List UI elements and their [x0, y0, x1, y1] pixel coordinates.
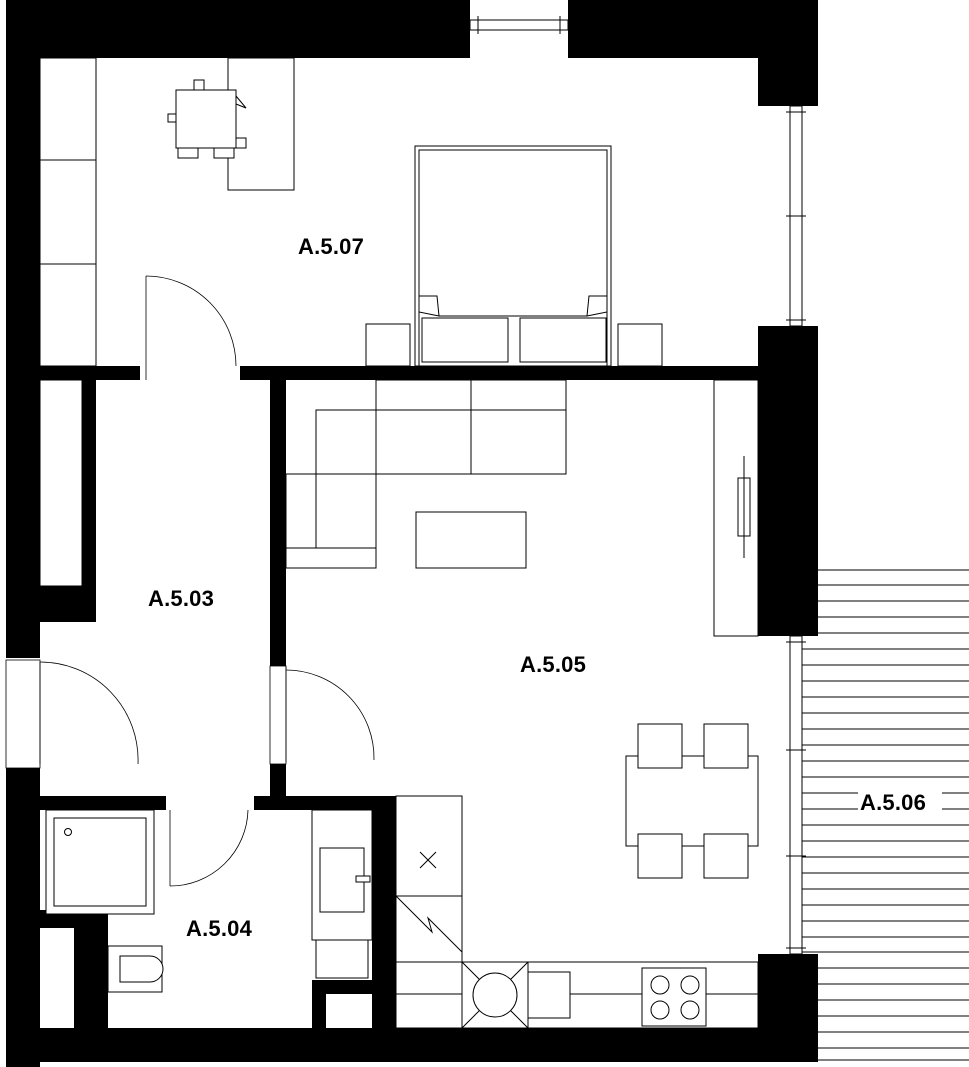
doors	[5, 275, 375, 887]
furniture	[39, 57, 759, 1029]
room-label-a507: A.5.07	[298, 234, 365, 259]
room-label-a504: A.5.04	[186, 916, 253, 941]
room-label-a505: A.5.05	[520, 652, 587, 677]
walls	[6, 0, 818, 1067]
terrace-deck	[802, 569, 969, 1061]
room-label-a506: A.5.06	[860, 790, 927, 815]
room-label-a503: A.5.03	[148, 586, 215, 611]
windows	[469, 16, 806, 955]
